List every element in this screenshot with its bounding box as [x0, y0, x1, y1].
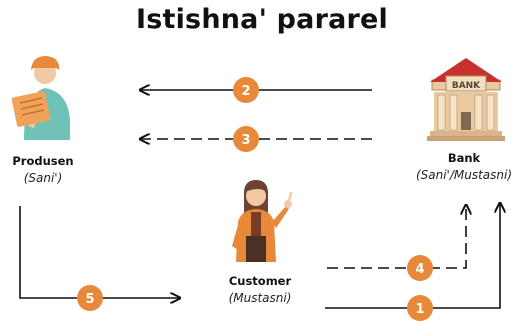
diagram-title: Istishna' pararel: [135, 4, 389, 35]
step-badge-4: 4: [407, 255, 433, 281]
producer-name: Produsen: [12, 154, 74, 168]
step-number-3: 3: [241, 133, 250, 148]
arrow-step-1: [325, 203, 500, 309]
bank-name: Bank: [447, 151, 481, 165]
bank-role: (Sani'/Mustasni): [415, 168, 513, 182]
step-badge-5: 5: [77, 285, 103, 311]
arrow-step-5: [19, 206, 180, 298]
step-badge-1: 1: [407, 295, 433, 321]
step-number-4: 4: [415, 262, 424, 277]
arrow-step-4: [327, 205, 466, 269]
customer-name: Customer: [228, 274, 292, 288]
step-number-1: 1: [415, 302, 424, 317]
woman-pointing-icon: [232, 180, 293, 262]
step-number-2: 2: [241, 84, 250, 99]
bank-sign-text: BANK: [452, 81, 481, 91]
step-badge-2: 2: [233, 77, 259, 103]
bank-building-icon: BANK: [427, 58, 505, 141]
step-number-5: 5: [85, 292, 94, 307]
step-badge-3: 3: [233, 126, 259, 152]
producer-role: (Sani'): [23, 171, 63, 185]
customer-role: (Mustasni): [228, 291, 292, 305]
worker-reading-icon: [11, 56, 70, 140]
